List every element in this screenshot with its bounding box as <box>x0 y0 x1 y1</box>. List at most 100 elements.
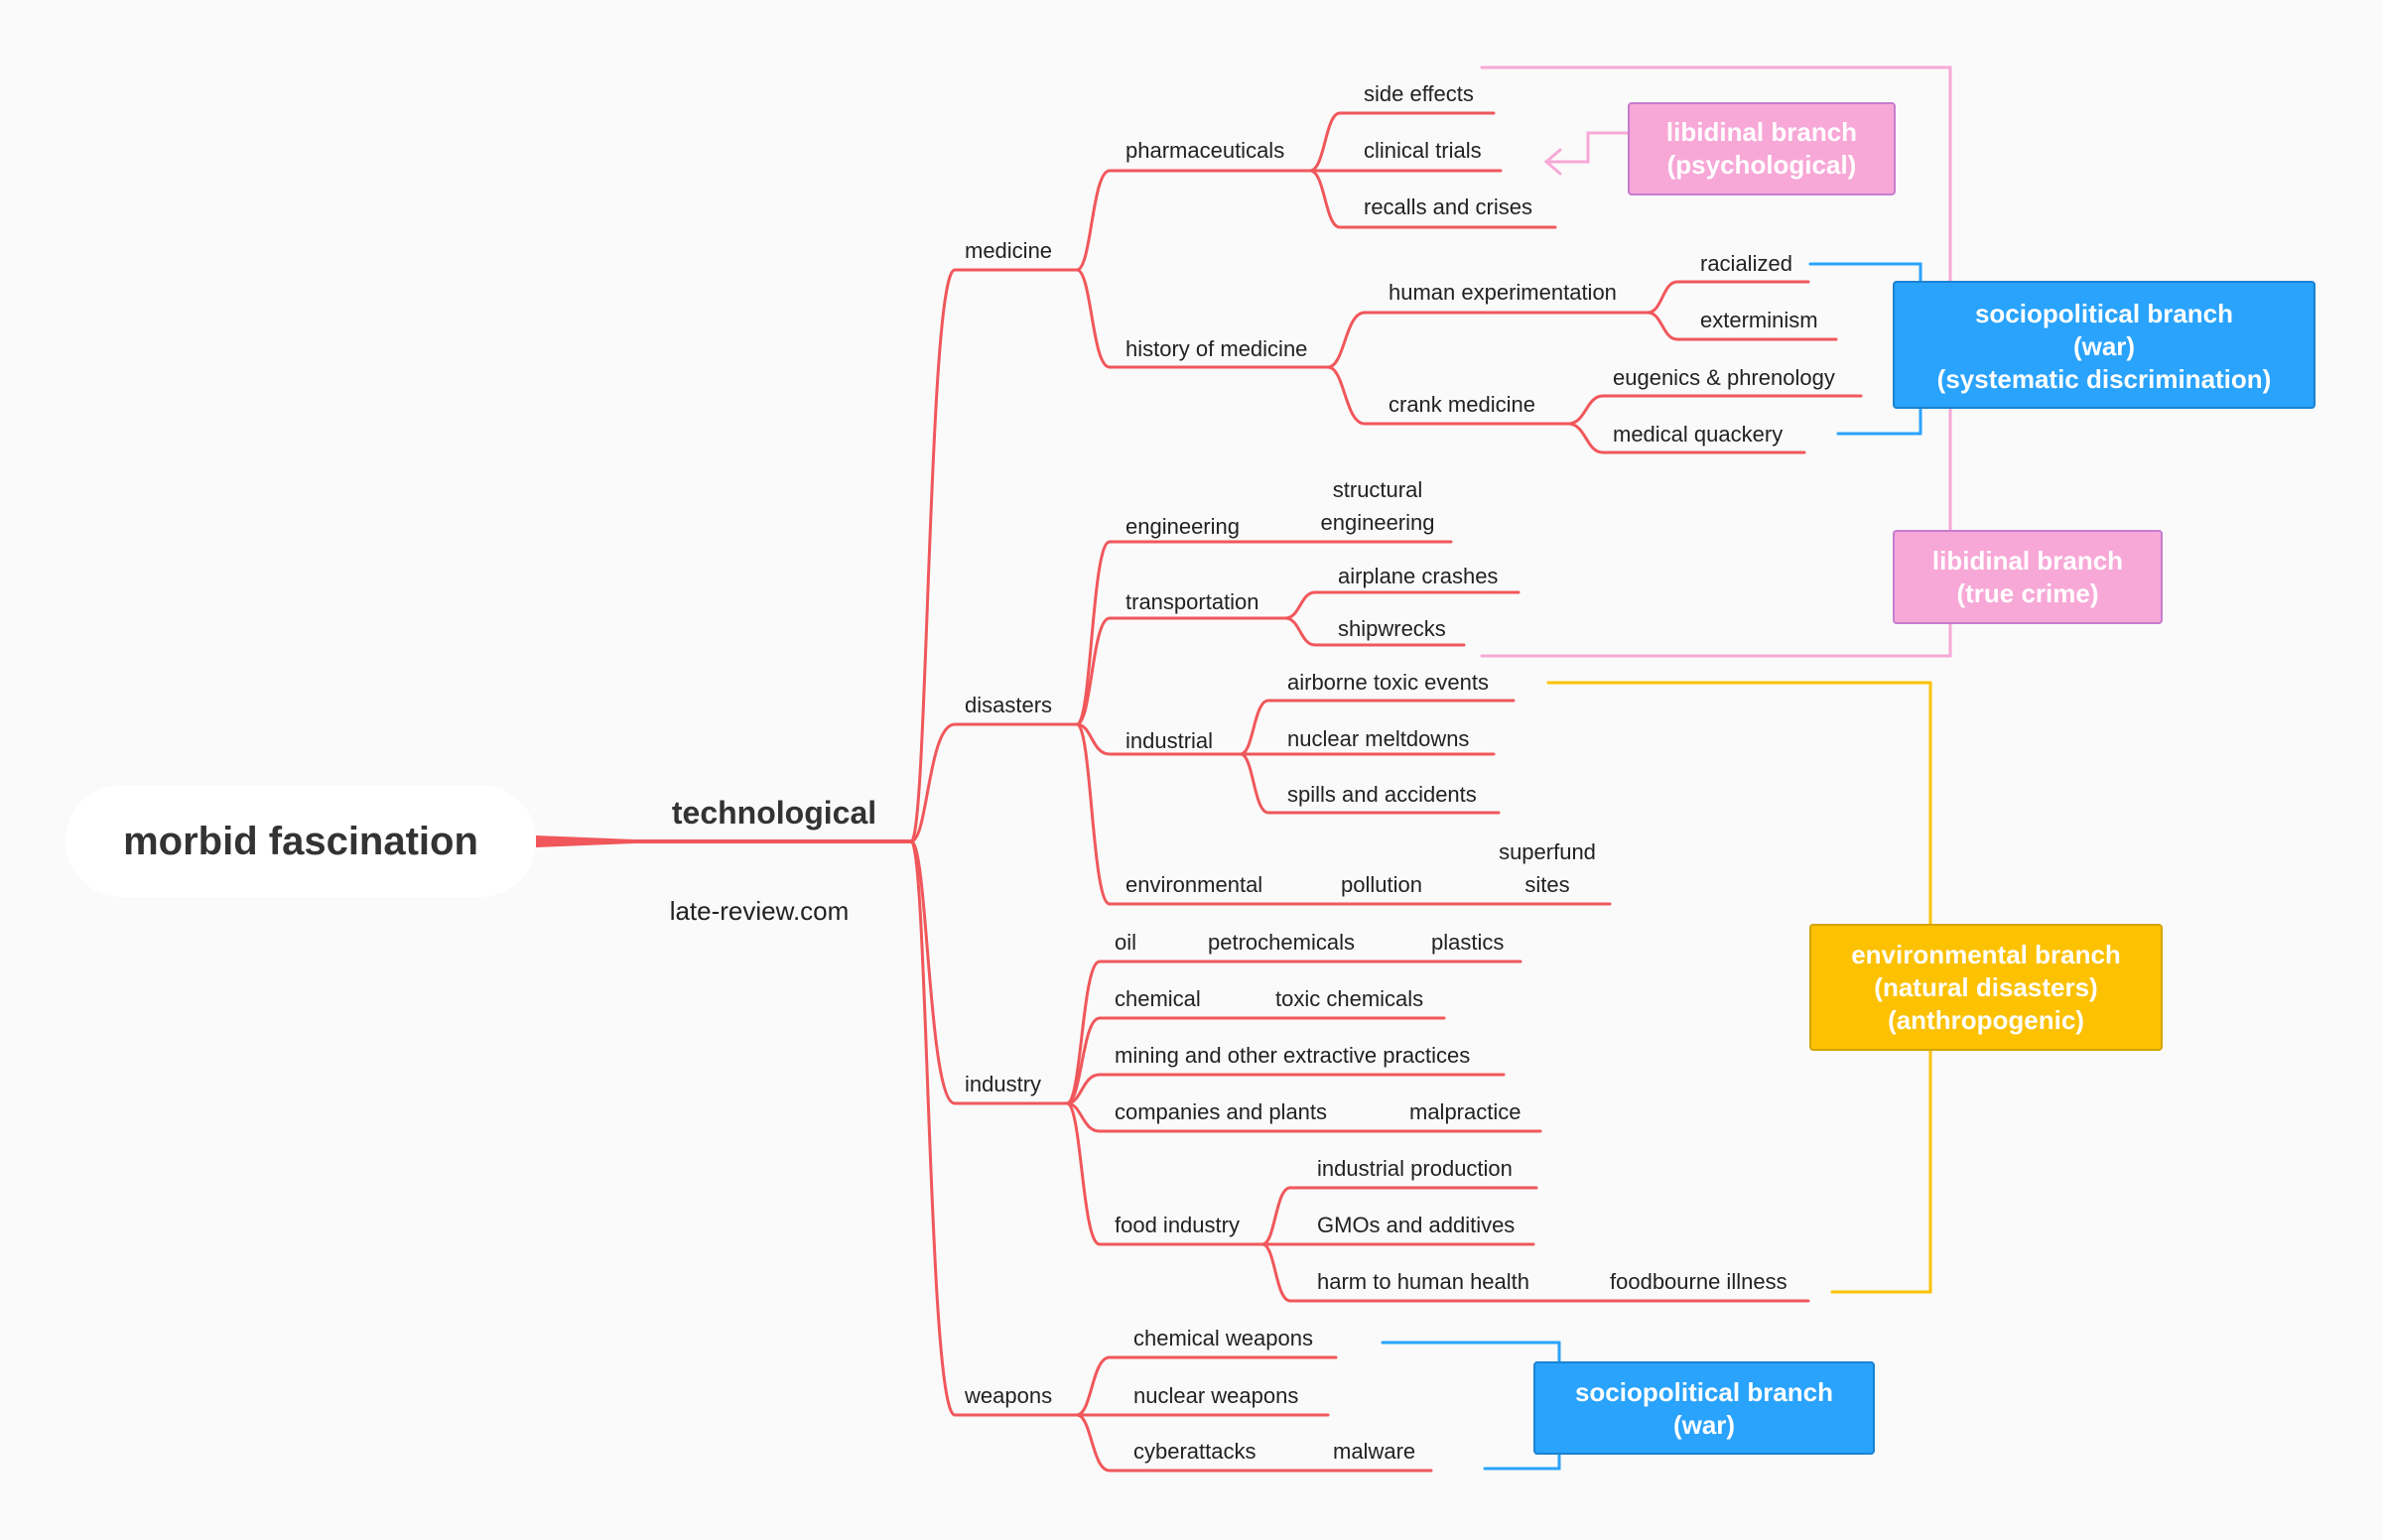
node-foodbourne[interactable]: foodbourne illness <box>1610 1269 1787 1294</box>
link-racialized <box>1646 280 1810 315</box>
callout-socio-disc-line2: (war) <box>2073 331 2135 361</box>
callout-socio-disc-line1: sociopolitical branch <box>1975 299 2233 328</box>
link-industrial <box>1075 722 1243 756</box>
node-weapons[interactable]: weapons <box>964 1383 1052 1408</box>
site-subtitle: late-review.com <box>670 896 850 926</box>
node-toxic-chemicals[interactable]: toxic chemicals <box>1275 986 1423 1011</box>
node-clinical-trials[interactable]: clinical trials <box>1364 138 1482 163</box>
link-history <box>1075 268 1330 369</box>
node-spills[interactable]: spills and accidents <box>1287 782 1477 807</box>
node-racialized[interactable]: racialized <box>1700 251 1792 276</box>
callout-libidinal-true-crime[interactable]: libidinal branch (true crime) <box>1893 530 2163 624</box>
link-companies <box>1065 1101 1542 1133</box>
callout-socio-war-line2: (war) <box>1673 1410 1735 1440</box>
callout-socio-war-line1: sociopolitical branch <box>1575 1377 1833 1407</box>
callout-libidinal-psych-line1: libidinal branch <box>1666 117 1857 147</box>
node-malpractice[interactable]: malpractice <box>1409 1099 1521 1124</box>
node-structural-line2[interactable]: engineering <box>1321 510 1435 535</box>
node-recalls[interactable]: recalls and crises <box>1364 194 1532 219</box>
link-spills <box>1239 752 1501 815</box>
node-exterminism[interactable]: exterminism <box>1700 308 1818 332</box>
node-malware[interactable]: malware <box>1333 1439 1415 1464</box>
node-quackery[interactable]: medical quackery <box>1613 422 1783 447</box>
node-disasters[interactable]: disasters <box>965 693 1052 717</box>
node-food-industry[interactable]: food industry <box>1115 1213 1240 1237</box>
link-airborne <box>1239 699 1516 756</box>
node-industry[interactable]: industry <box>965 1072 1041 1096</box>
callout-env-line2: (natural disasters) <box>1874 972 2097 1002</box>
node-eugenics[interactable]: eugenics & phrenology <box>1613 365 1835 390</box>
node-nuclear-weapons[interactable]: nuclear weapons <box>1133 1383 1298 1408</box>
node-gmos[interactable]: GMOs and additives <box>1317 1213 1515 1237</box>
link-disasters <box>909 722 1079 843</box>
callout-libidinal-psych-line2: (psychological) <box>1667 150 1857 180</box>
callout-socio-disc-line3: (systematic discrimination) <box>1937 364 2272 394</box>
node-engineering[interactable]: engineering <box>1125 514 1240 539</box>
link-transportation <box>1075 616 1287 726</box>
node-crank-medicine[interactable]: crank medicine <box>1389 392 1535 417</box>
node-companies[interactable]: companies and plants <box>1115 1099 1327 1124</box>
link-shipwrecks <box>1283 616 1466 647</box>
root-link <box>536 835 911 847</box>
node-pharmaceuticals[interactable]: pharmaceuticals <box>1125 138 1284 163</box>
link-quackery <box>1566 422 1806 454</box>
link-crank <box>1326 365 1570 426</box>
node-pollution[interactable]: pollution <box>1341 872 1422 897</box>
node-harm[interactable]: harm to human health <box>1317 1269 1529 1294</box>
callout-environmental[interactable]: environmental branch (natural disasters)… <box>1809 924 2163 1051</box>
callout-sociopolitical-discrimination[interactable]: sociopolitical branch (war) (systematic … <box>1893 281 2316 409</box>
link-chem-weapons <box>1075 1355 1338 1417</box>
callout-env-line1: environmental branch <box>1851 940 2121 969</box>
link-medicine <box>909 268 1079 843</box>
callout-sociopolitical-war[interactable]: sociopolitical branch (war) <box>1533 1361 1875 1455</box>
node-plastics[interactable]: plastics <box>1431 930 1504 955</box>
node-superfund-line1[interactable]: superfund <box>1499 839 1596 864</box>
callout-env-line3: (anthropogenic) <box>1888 1005 2084 1035</box>
link-industry <box>909 839 1069 1105</box>
link-harm <box>1260 1242 1810 1303</box>
link-exterminism <box>1646 311 1838 341</box>
tree-links <box>536 111 1863 1473</box>
link-side-effects <box>1308 111 1496 173</box>
root-label: morbid fascination <box>123 820 478 863</box>
pink-arrow-line <box>1546 131 1631 164</box>
node-industrial-production[interactable]: industrial production <box>1317 1156 1513 1181</box>
node-superfund-line2[interactable]: sites <box>1524 872 1569 897</box>
callout-links <box>1381 65 1952 1471</box>
node-shipwrecks[interactable]: shipwrecks <box>1338 616 1446 641</box>
node-transportation[interactable]: transportation <box>1125 589 1259 614</box>
link-oil <box>1065 960 1522 1105</box>
node-chemical-weapons[interactable]: chemical weapons <box>1133 1326 1313 1350</box>
node-mining[interactable]: mining and other extractive practices <box>1115 1043 1470 1068</box>
link-cyberattacks <box>1075 1413 1433 1473</box>
link-human-exp <box>1326 311 1650 369</box>
callout-libidinal-psychological[interactable]: libidinal branch (psychological) <box>1628 102 1896 195</box>
node-meltdowns[interactable]: nuclear meltdowns <box>1287 726 1469 751</box>
callout-libidinal-crime-line1: libidinal branch <box>1932 546 2123 576</box>
link-chemical <box>1065 1016 1446 1105</box>
node-airplane-crashes[interactable]: airplane crashes <box>1338 564 1498 588</box>
node-chemical[interactable]: chemical <box>1115 986 1201 1011</box>
main-branch-label[interactable]: technological <box>672 795 876 831</box>
link-recalls <box>1308 169 1557 229</box>
node-oil[interactable]: oil <box>1115 930 1136 955</box>
link-pharmaceuticals <box>1075 169 1312 272</box>
root-node[interactable]: morbid fascination <box>66 785 536 897</box>
link-environmental <box>1075 722 1612 906</box>
callout-libidinal-crime-line2: (true crime) <box>1956 578 2098 608</box>
node-cyberattacks[interactable]: cyberattacks <box>1133 1439 1257 1464</box>
node-petrochemicals[interactable]: petrochemicals <box>1208 930 1355 955</box>
node-history-of-medicine[interactable]: history of medicine <box>1125 336 1307 361</box>
node-structural-line1[interactable]: structural <box>1333 477 1422 502</box>
node-side-effects[interactable]: side effects <box>1364 81 1474 106</box>
node-airborne[interactable]: airborne toxic events <box>1287 670 1489 695</box>
link-eugenics <box>1566 394 1863 426</box>
node-human-experimentation[interactable]: human experimentation <box>1389 280 1617 305</box>
node-environmental[interactable]: environmental <box>1125 872 1262 897</box>
node-medicine[interactable]: medicine <box>965 238 1052 263</box>
node-industrial[interactable]: industrial <box>1125 728 1213 753</box>
link-mining <box>1065 1073 1506 1105</box>
pink-arrow-head <box>1543 148 1562 176</box>
